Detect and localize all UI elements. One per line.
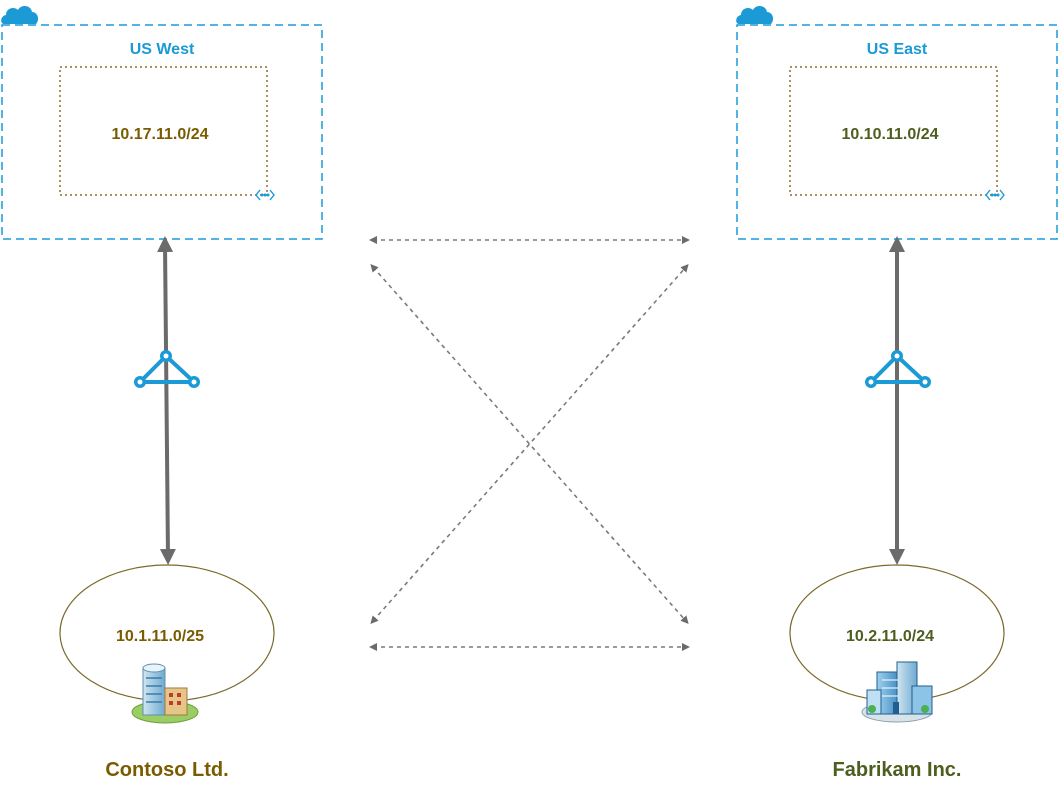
subnet-box	[789, 66, 998, 196]
subnet-label: 10.1.11.0/25	[116, 628, 204, 645]
cross-connection-diagonal-up	[370, 264, 689, 624]
region-title: US West	[130, 41, 195, 58]
vpn-gateway-icon	[865, 350, 931, 388]
cloud-icon	[736, 6, 774, 24]
vpn-connection-west	[157, 236, 176, 565]
subnet-label: 10.17.11.0/24	[112, 126, 209, 143]
site-contoso: 10.1.11.0/25 Contoso Ltd.	[59, 564, 275, 781]
region-title: US East	[867, 41, 928, 58]
office-building-icon	[131, 663, 199, 724]
cloud-icon	[1, 6, 39, 24]
subnet-label: 10.10.11.0/24	[842, 126, 939, 143]
site-name: Contoso Ltd.	[105, 759, 228, 781]
virtual-network-icon	[255, 189, 275, 201]
subnet-label: 10.2.11.0/24	[846, 628, 934, 645]
virtual-network-icon	[985, 189, 1005, 201]
office-building-icon	[861, 661, 933, 723]
region-us-west: US West 10.17.11.0/24	[1, 6, 323, 240]
region-us-east: US East 10.10.11.0/24	[736, 6, 1058, 240]
site-name: Fabrikam Inc.	[833, 759, 962, 781]
subnet-box	[59, 66, 268, 196]
site-fabrikam: 10.2.11.0/24 Fabrikam Inc.	[789, 564, 1005, 781]
vpn-gateway-icon	[134, 350, 200, 388]
